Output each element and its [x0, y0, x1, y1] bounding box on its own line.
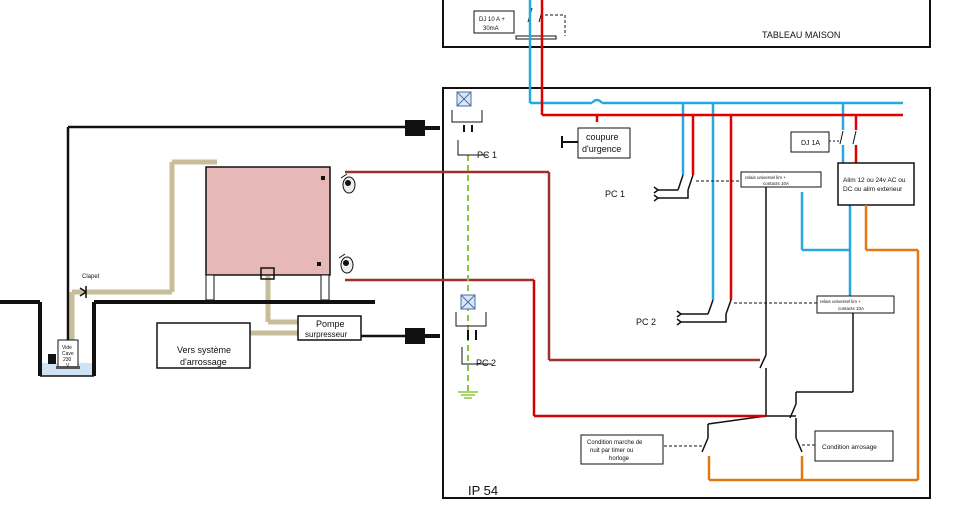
water-pipes	[69, 159, 298, 340]
cond-nuit-label-1: Condition marche de	[587, 440, 643, 446]
arrosage-box	[156, 322, 251, 369]
tank-leg-right	[320, 274, 330, 301]
clapet-label: Clapet	[82, 274, 100, 280]
vide-cave-label-1: Vide	[62, 345, 72, 351]
pc1-right-label: PC 1	[605, 189, 625, 199]
ip54-enclosure	[442, 87, 931, 499]
pc2-label: PC 2	[476, 358, 496, 368]
vide-cave-label-2: Cave	[62, 351, 74, 357]
plug-2	[405, 328, 425, 344]
coupure-label-2: d'urgence	[582, 144, 621, 154]
dj1a-label: DJ 1A	[801, 140, 820, 147]
coupure-urgence-button	[561, 136, 578, 148]
alim-label-1: Alim 12 ou 24v AC ou	[843, 177, 906, 184]
cond-nuit-box	[580, 434, 664, 465]
tank-sensor-low-dot	[317, 262, 321, 266]
tableau-maison-panel	[442, 0, 931, 48]
water-tank	[205, 166, 331, 276]
pump-supply-cable	[66, 125, 408, 345]
float-switch-high-icon	[340, 173, 356, 194]
pc2-socket	[455, 294, 492, 365]
ground-line	[0, 300, 375, 376]
tank-leg-left	[205, 274, 215, 301]
plug-1	[405, 120, 425, 136]
relais-2-label-2: contacts 10A	[838, 306, 864, 311]
orange-control-wires	[707, 205, 920, 482]
tank-outlet	[260, 267, 275, 280]
pompe-surpresseur-box	[297, 315, 362, 341]
vide-cave-motor	[48, 354, 56, 364]
ip54-label: IP 54	[468, 483, 498, 498]
dj10a-label-2: 30mA	[483, 26, 499, 32]
cond-arrosage-box	[814, 430, 894, 462]
vide-cave-label-4: V	[66, 363, 70, 369]
pc1-label: PC 1	[477, 150, 497, 160]
phase-wires	[540, 0, 903, 300]
alim-label-2: DC ou alim exterieur	[843, 186, 903, 193]
arrosage-label-2: d'arrossage	[180, 357, 227, 367]
dj1a-breaker-symbol	[829, 130, 857, 145]
control-wires	[701, 187, 854, 453]
dj10a-breaker-symbol	[515, 7, 566, 40]
pc2-right-label: PC 2	[636, 317, 656, 327]
relais-2-box	[816, 295, 895, 314]
dj1a-box	[790, 131, 830, 153]
tank-sensor-high-dot	[321, 176, 325, 180]
cond-arrosage-label: Condition arrosage	[822, 444, 877, 451]
earth-symbol	[458, 391, 478, 399]
pc1-contact	[653, 174, 694, 202]
relais-1-label-2: contacts 10A	[763, 181, 789, 186]
relais-2-label-1: relais universel lim +	[820, 299, 861, 304]
pc2-contact	[676, 299, 732, 326]
coupure-label-1: coupure	[586, 132, 619, 142]
dj10a-box	[473, 10, 515, 34]
relais-1-box	[740, 171, 822, 188]
pompe-label-2: surpresseur	[305, 330, 348, 339]
cond-nuit-label-3: horloge	[609, 456, 630, 462]
relais-1-label-1: relais universel lim +	[745, 175, 786, 180]
clapet-valve	[79, 286, 87, 298]
float-switch-low-icon	[338, 253, 354, 274]
cond-nuit-label-2: nuit par timer ou	[590, 448, 633, 454]
vide-cave-label-3: 230	[63, 357, 72, 363]
arrosage-label-1: Vers système	[177, 345, 231, 355]
pc1-socket	[451, 91, 488, 156]
alim-box	[837, 162, 915, 206]
vide-cave-base	[56, 366, 80, 369]
coupure-urgence-box	[577, 127, 631, 159]
dj10a-label-1: DJ 10 A +	[479, 17, 505, 23]
neutral-wires	[528, 0, 903, 300]
sensor-cable-red	[532, 280, 766, 418]
pompe-label-1: Pompe	[316, 319, 345, 329]
tableau-maison-label: TABLEAU MAISON	[762, 30, 840, 40]
sensor-cables	[345, 170, 760, 362]
